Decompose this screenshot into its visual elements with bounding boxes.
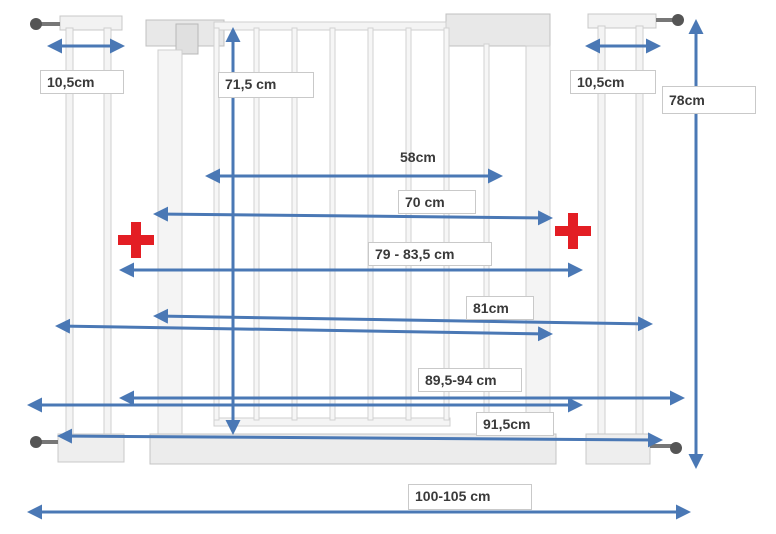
- label-total-height: 78cm: [662, 86, 756, 114]
- label-width-81: 81cm: [466, 296, 534, 320]
- plus-icon: [118, 222, 154, 258]
- label-left-extension-width: 10,5cm: [40, 70, 124, 94]
- label-width-915: 91,5cm: [476, 412, 554, 436]
- plus-icon: [555, 213, 591, 249]
- label-range-medium: 89,5-94 cm: [418, 368, 522, 392]
- arrow-width-81-a: [153, 308, 653, 332]
- arrow-width-915: [57, 428, 663, 448]
- label-range-large: 100-105 cm: [408, 484, 532, 510]
- label-inner-width: 70 cm: [398, 190, 476, 214]
- arrow-inner-width: [153, 206, 553, 226]
- label-range-small: 79 - 83,5 cm: [368, 242, 492, 266]
- label-gate-height: 71,5 cm: [218, 72, 314, 98]
- arrow-width-81-b: [55, 318, 553, 342]
- label-door-width: 58cm: [400, 149, 436, 165]
- label-right-extension-width: 10,5cm: [570, 70, 656, 94]
